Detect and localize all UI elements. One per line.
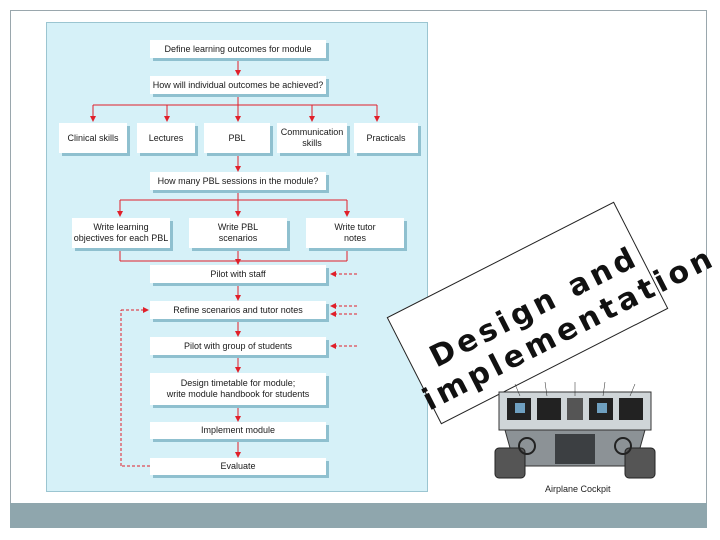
- flowchart-connectors: [90, 60, 380, 467]
- flowchart-panel: Define learning outcomes for module How …: [46, 22, 428, 492]
- method-pbl: PBL: [204, 123, 270, 153]
- cockpit-illustration: [494, 381, 656, 479]
- write-learning-objectives: Write learning objectives for each PBL: [72, 218, 170, 248]
- method-clinical-skills: Clinical skills: [59, 123, 127, 153]
- cockpit-caption: Airplane Cockpit: [545, 484, 611, 494]
- method-communication-skills: Communication skills: [277, 123, 347, 153]
- step-pilot-staff: Pilot with staff: [150, 265, 326, 283]
- step-pilot-students: Pilot with group of students: [150, 337, 326, 355]
- step-refine: Refine scenarios and tutor notes: [150, 301, 326, 319]
- step-design-timetable: Design timetable for module; write modul…: [150, 373, 326, 405]
- method-practicals: Practicals: [354, 123, 418, 153]
- bottom-bar: [10, 503, 707, 528]
- write-pbl-scenarios: Write PBL scenarios: [189, 218, 287, 248]
- step-define-outcomes: Define learning outcomes for module: [150, 40, 326, 58]
- step-pbl-sessions: How many PBL sessions in the module?: [150, 172, 326, 190]
- step-how-achieved: How will individual outcomes be achieved…: [150, 76, 326, 94]
- write-tutor-notes: Write tutor notes: [306, 218, 404, 248]
- method-lectures: Lectures: [137, 123, 195, 153]
- step-evaluate: Evaluate: [150, 458, 326, 475]
- step-implement: Implement module: [150, 422, 326, 439]
